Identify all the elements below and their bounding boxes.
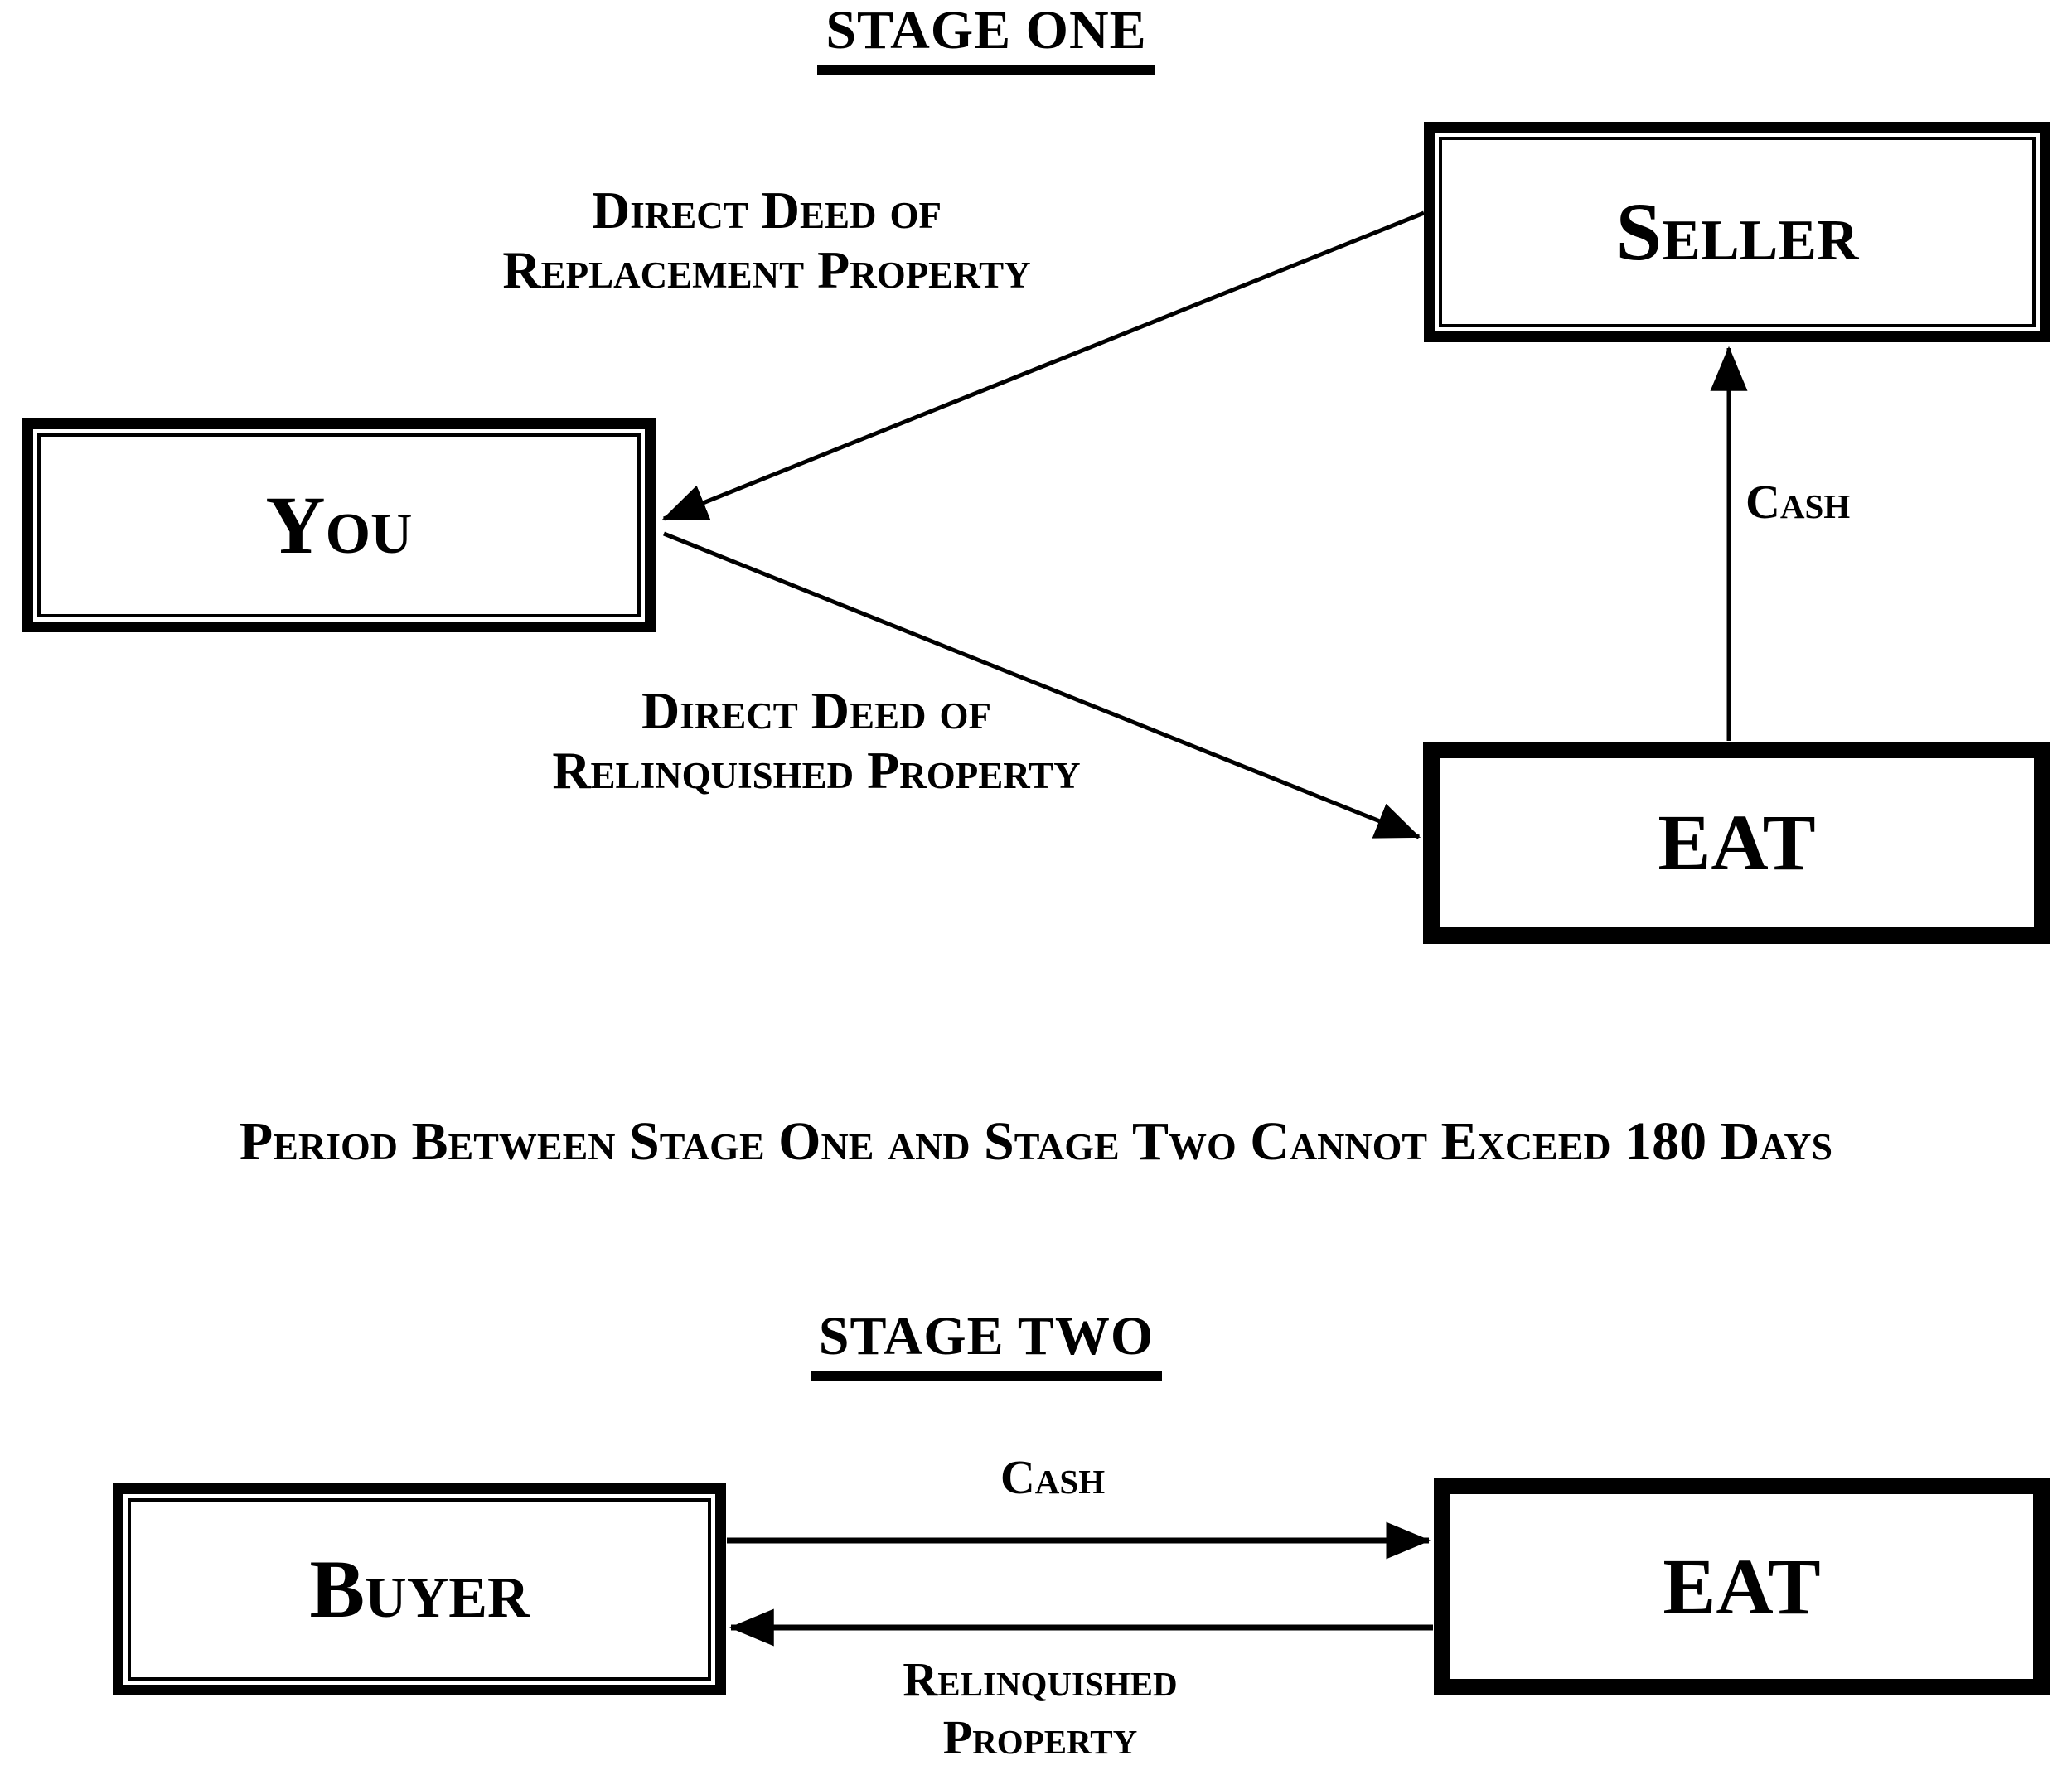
cash-label-stage-two: Cash	[1000, 1450, 1106, 1504]
eat-box-stage-one: EAT	[1423, 742, 2050, 944]
you-box-inner: You	[37, 433, 641, 617]
replacement-deed-line2: Replacement Property	[502, 240, 1031, 299]
buyer-box-inner: Buyer	[128, 1498, 711, 1681]
buyer-label: Buyer	[309, 1543, 530, 1635]
replacement-deed-label: Direct Deed of Replacement Property	[502, 181, 1030, 300]
stage-two-title: STAGE TWO	[0, 1308, 1973, 1381]
relinquished-property-line1: Relinquished	[903, 1652, 1178, 1706]
seller-label: Seller	[1615, 186, 1859, 278]
stage-two-title-text: STAGE TWO	[810, 1308, 1163, 1381]
eat-stage-two-label: EAT	[1663, 1541, 1821, 1631]
relinquished-deed-line2: Relinquished Property	[552, 741, 1081, 800]
relinquished-deed-label: Direct Deed of Relinquished Property	[552, 681, 1080, 801]
eat-stage-one-label: EAT	[1658, 798, 1816, 887]
buyer-box: Buyer	[113, 1483, 726, 1695]
relinquished-property-line2: Property	[942, 1710, 1138, 1764]
cash-label-stage-one: Cash	[1745, 475, 1851, 529]
eat-box-stage-two: EAT	[1434, 1478, 2050, 1695]
between-stages-note: Period Between Stage One and Stage Two C…	[239, 1111, 1833, 1172]
replacement-deed-line1: Direct Deed of	[592, 181, 942, 239]
you-label: You	[265, 479, 413, 571]
seller-box-inner: Seller	[1439, 137, 2036, 327]
relinquished-property-label: Relinquished Property	[903, 1651, 1177, 1767]
stage-one-title-text: STAGE ONE	[817, 2, 1155, 75]
stage-one-title: STAGE ONE	[0, 2, 1973, 75]
seller-box: Seller	[1424, 122, 2050, 342]
relinquished-deed-line1: Direct Deed of	[641, 681, 991, 740]
you-box: You	[22, 418, 656, 632]
